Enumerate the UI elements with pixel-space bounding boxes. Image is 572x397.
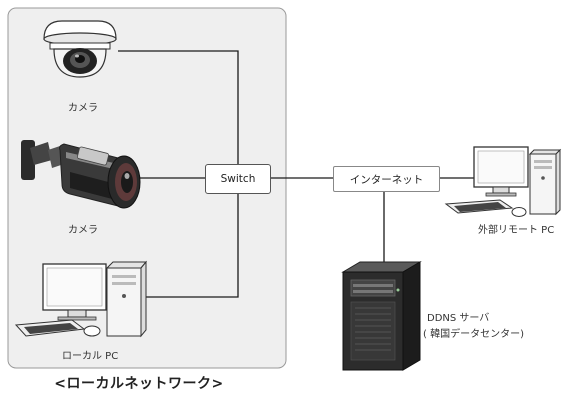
dome-camera-label: カメラ [68,103,98,114]
connection-lines [118,50,478,298]
remote-pc-icon [444,146,562,217]
internet-box: インターネット [333,166,440,192]
dome-camera-link [118,50,239,164]
bullet-camera-label: カメラ [68,225,98,236]
switch-box: Switch [205,164,271,194]
local-pc-link [136,192,239,298]
diagram-caption: <ローカルネットワーク> [54,376,224,392]
local-pc-icon [14,260,148,338]
ddns-server-label-line2: ( 韓国データセンター) [423,329,524,340]
bullet-camera-icon [21,140,141,209]
remote-pc-label: 外部リモート PC [478,225,555,236]
server-tower-icon [341,261,422,371]
dome-camera-icon [43,20,117,78]
ddns-server-label-line1: DDNS サーバ [427,313,490,324]
local-pc-label: ローカル PC [62,351,119,362]
